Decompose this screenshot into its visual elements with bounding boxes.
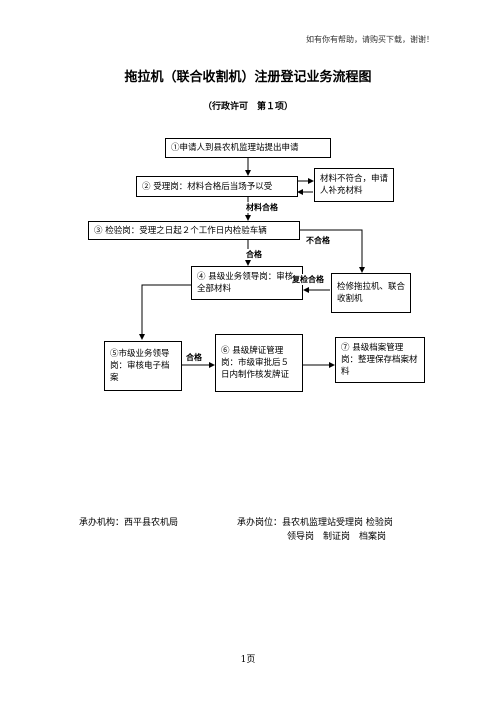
- label-material-ok: 材料合格: [246, 202, 278, 213]
- step-2-accept: ② 受理岗：材料合格后当场予以受: [136, 176, 298, 197]
- label-recheck-pass: 复检合格: [292, 274, 324, 285]
- step-7-archive: ⑦ 县级档案管理岗：整理保存档案材料: [335, 337, 425, 383]
- footer-posts-line1: 承办岗位：县农机监理站受理岗 检验岗: [237, 518, 393, 528]
- header-note: 如有你有帮助，请购买下载，谢谢！: [306, 35, 434, 44]
- page-number: 1页: [240, 655, 256, 665]
- arrow-s3-repair: [300, 229, 365, 273]
- footer-posts-line2: 领导岗 制证岗 档案岗: [287, 532, 387, 542]
- step-4-county-review: ④ 县级业务领导岗：审核全部材料: [191, 266, 303, 300]
- label-fail: 不合格: [306, 235, 330, 246]
- step-5-city-review: ⑤市级业务领导岗：审核电子档案: [104, 341, 182, 391]
- step-1-apply: ①申请人到县农机监理站提出申请: [165, 138, 331, 158]
- page-subtitle: （行政许可 第１项）: [202, 102, 293, 112]
- arrow-s4-s5: [139, 284, 191, 340]
- reject-supplement-box: 材料不符合，申请人补充材料: [314, 168, 394, 202]
- repair-box: 检修拖拉机、联合收割机: [331, 273, 411, 313]
- footer-agency: 承办机构：西平县农机局: [79, 518, 179, 528]
- label-pass-1: 合格: [246, 249, 262, 260]
- step-6-plate-issue: ⑥ 县级牌证管理岗：市级审批后５日内制作核发牌证: [215, 334, 303, 392]
- step-3-inspect: ③ 检验岗：受理之日起２个工作日内检验车辆: [88, 221, 300, 240]
- page-title: 拖拉机（联合收割机）注册登记业务流程图: [124, 70, 372, 85]
- label-pass-2: 合格: [186, 352, 202, 363]
